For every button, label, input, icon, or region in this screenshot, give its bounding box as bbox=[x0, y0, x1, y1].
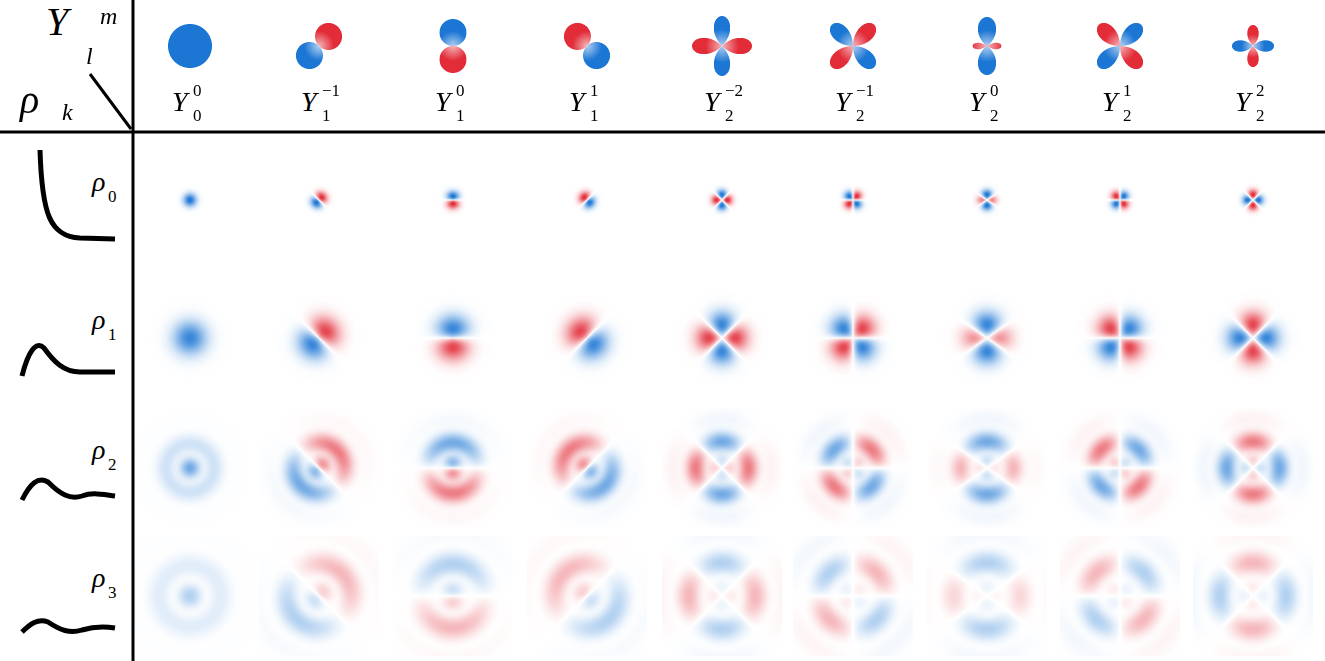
basis-function bbox=[527, 408, 647, 528]
basis-function bbox=[130, 278, 250, 398]
harmonic-order: −1 bbox=[856, 82, 874, 99]
harmonic-label: Y bbox=[172, 88, 188, 116]
harmonic-degree: 2 bbox=[1123, 107, 1132, 124]
harmonic-icon bbox=[950, 9, 1024, 83]
harmonic-icon bbox=[550, 9, 624, 83]
harmonic-degree: 0 bbox=[193, 107, 202, 124]
basis-function bbox=[393, 536, 513, 656]
basis-function bbox=[1193, 536, 1313, 656]
harmonic-order: −1 bbox=[322, 82, 340, 99]
radial-label: ρ bbox=[92, 436, 105, 464]
harmonic-label: Y bbox=[969, 88, 985, 116]
harmonic-order: 1 bbox=[590, 82, 599, 99]
basis-function bbox=[793, 278, 913, 398]
harmonic-order: 0 bbox=[456, 82, 465, 99]
harmonic-degree: 2 bbox=[1256, 107, 1265, 124]
radial-curve bbox=[22, 346, 115, 376]
radial-curve bbox=[22, 480, 115, 500]
basis-function bbox=[927, 536, 1047, 656]
harmonic-degree: 1 bbox=[322, 107, 331, 124]
basis-function bbox=[1193, 278, 1313, 398]
basis-function bbox=[1060, 278, 1180, 398]
harmonic-label: Y bbox=[569, 88, 585, 116]
radial-curve bbox=[40, 150, 115, 239]
radial-index: 1 bbox=[108, 326, 117, 343]
corner-index: m bbox=[100, 4, 117, 28]
radial-label: ρ bbox=[92, 168, 105, 196]
harmonic-icon bbox=[153, 9, 227, 83]
harmonic-label: Y bbox=[704, 88, 720, 116]
harmonic-degree: 1 bbox=[456, 107, 465, 124]
basis-function bbox=[793, 536, 913, 656]
basis-function bbox=[259, 536, 379, 656]
harmonic-degree: 2 bbox=[990, 107, 999, 124]
basis-function bbox=[927, 140, 1047, 260]
harmonic-degree: 2 bbox=[725, 107, 734, 124]
harmonic-icon bbox=[685, 9, 759, 83]
basis-function bbox=[393, 408, 513, 528]
corner-index: k bbox=[62, 100, 73, 124]
radial-index: 3 bbox=[108, 584, 117, 601]
harmonic-order: 0 bbox=[193, 82, 202, 99]
basis-function bbox=[1060, 408, 1180, 528]
corner-index: l bbox=[86, 44, 93, 68]
basis-function bbox=[793, 140, 913, 260]
radial-index: 0 bbox=[108, 188, 117, 205]
basis-function bbox=[130, 536, 250, 656]
basis-function bbox=[1060, 140, 1180, 260]
harmonic-icon bbox=[416, 9, 490, 83]
basis-function bbox=[927, 408, 1047, 528]
harmonic-label: Y bbox=[1235, 88, 1251, 116]
harmonic-label: Y bbox=[435, 88, 451, 116]
harmonic-label: Y bbox=[835, 88, 851, 116]
harmonic-order: 0 bbox=[990, 82, 999, 99]
basis-function bbox=[527, 140, 647, 260]
basis-function bbox=[927, 278, 1047, 398]
basis-function bbox=[130, 408, 250, 528]
basis-function bbox=[259, 140, 379, 260]
basis-function bbox=[527, 536, 647, 656]
basis-function bbox=[1193, 140, 1313, 260]
harmonic-order: 1 bbox=[1123, 82, 1132, 99]
harmonic-label: Y bbox=[301, 88, 317, 116]
radial-label: ρ bbox=[92, 564, 105, 592]
basis-function bbox=[259, 408, 379, 528]
basis-function bbox=[1060, 536, 1180, 656]
harmonic-icon bbox=[282, 9, 356, 83]
basis-function bbox=[393, 140, 513, 260]
basis-function bbox=[793, 408, 913, 528]
basis-function bbox=[662, 536, 782, 656]
basis-function bbox=[130, 140, 250, 260]
harmonic-order: −2 bbox=[725, 82, 743, 99]
harmonic-icon bbox=[1216, 9, 1290, 83]
corner-symbol: Y bbox=[46, 2, 68, 42]
corner-diagonal bbox=[90, 74, 131, 129]
basis-function bbox=[662, 408, 782, 528]
basis-function bbox=[259, 278, 379, 398]
radial-curve bbox=[22, 621, 115, 632]
harmonic-icon bbox=[1083, 9, 1157, 83]
header-rule bbox=[0, 131, 1325, 134]
basis-function bbox=[1193, 408, 1313, 528]
harmonic-order: 2 bbox=[1256, 82, 1265, 99]
radial-index: 2 bbox=[108, 456, 117, 473]
basis-function bbox=[662, 278, 782, 398]
basis-function bbox=[393, 278, 513, 398]
harmonic-label: Y bbox=[1102, 88, 1118, 116]
basis-function bbox=[662, 140, 782, 260]
harmonic-degree: 1 bbox=[590, 107, 599, 124]
harmonic-degree: 2 bbox=[856, 107, 865, 124]
radial-label: ρ bbox=[92, 306, 105, 334]
basis-function bbox=[527, 278, 647, 398]
harmonic-icon bbox=[816, 9, 890, 83]
corner-symbol: ρ bbox=[20, 80, 39, 120]
